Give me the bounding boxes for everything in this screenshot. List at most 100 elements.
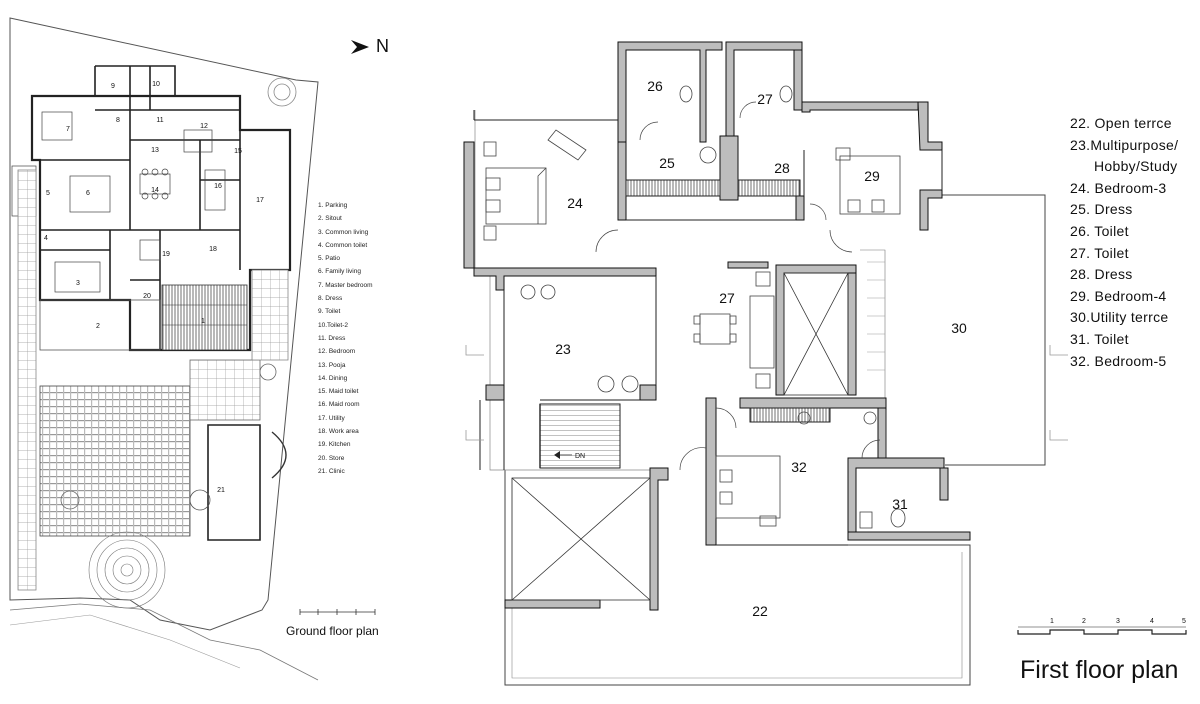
ff-doors [595,101,881,471]
sitout [39,299,161,351]
ff-room-26: 26 [647,78,663,94]
gf-legend-item: 6. Family living [318,268,361,276]
clinic-walls [207,424,261,541]
ff-room-24: 24 [567,195,583,211]
ff-room-30: 30 [951,320,967,336]
circular-garden [88,531,166,609]
gf-interior-walls [32,65,241,350]
gf-legend-item: 3. Common living [318,228,369,236]
site-road-edge-2 [9,614,241,669]
gf-legend-item: 16. Maid room [318,401,360,409]
ff-room-23: 23 [555,341,571,357]
ff-room-32: 32 [791,459,807,475]
gf-room-3: 3 [76,280,80,287]
ff-legend-item: 29. Bedroom-4 [1070,287,1167,304]
ff-room-25: 25 [659,155,675,171]
gf-legend-item: 5. Patio [318,255,341,263]
ff-legend-item: Hobby/Study [1094,158,1178,175]
gf-room-16: 16 [214,183,222,190]
ff-room-29: 29 [864,168,880,184]
ff-legend-item: 25. Dress [1070,201,1133,218]
gf-legend-item: 12. Bedroom [318,348,356,356]
ff-room-22: 22 [752,603,768,619]
gf-room-18: 18 [209,246,217,253]
parking-bay [161,284,248,351]
north-arrow-icon [351,39,369,54]
gf-legend-item: 2. Sitout [318,215,342,223]
ff-legend-item: 26. Toilet [1070,222,1129,239]
courtyard-hatch [39,385,191,537]
ff-room-31: 31 [892,496,908,512]
garden-strip [17,169,37,591]
first-floor-legend: 22. Open terrce 23.Multipurpose/ Hobby/S… [1070,113,1198,372]
gf-room-19: 19 [162,251,170,258]
gf-room-12: 12 [200,123,208,130]
dress-rail-25 [625,179,721,197]
gf-legend-item: 13. Pooja [318,361,346,369]
first-floor-title: First floor plan [1020,656,1179,684]
ff-legend-item: 31. Toilet [1070,330,1129,347]
ground-floor-plan: 1 2 3 4 5 6 7 8 9 10 11 12 13 14 15 16 1… [9,17,376,681]
site-boundary [9,17,319,631]
stair-dn-label: DN [575,453,585,460]
gf-legend-item: 9. Toilet [318,308,341,316]
open-terrace-outline [504,470,971,686]
scale-number: 5 [1182,618,1186,625]
gf-room-9: 9 [111,83,115,90]
north-indicator: N [350,36,389,57]
gf-room-2: 2 [96,323,100,330]
ff-legend-item: 22. Open terrce [1070,115,1172,131]
gf-room-13: 13 [151,147,159,154]
north-label: N [376,36,389,56]
ff-scale-numbers: 1 2 3 4 5 [1048,618,1188,628]
ff-thick-walls [463,41,971,611]
gf-room-1: 1 [201,318,205,325]
gf-room-17: 17 [256,197,264,204]
gf-legend-item: 1. Parking [318,202,348,209]
gf-room-14: 14 [151,187,159,194]
ff-legend-item: 30.Utility terrce [1070,309,1169,326]
dress-rail-32 [749,407,831,423]
gf-room-6: 6 [86,190,90,197]
scale-number: 3 [1116,618,1120,625]
scale-number: 1 [1050,618,1054,625]
site-road-edge [9,603,319,681]
scale-number: 4 [1150,618,1154,625]
gf-legend-item: 17. Utility [318,414,345,422]
ff-thin-walls [473,110,943,546]
dress-rail-28 [737,179,801,197]
gf-room-4: 4 [44,235,48,242]
gf-room-7: 7 [66,126,70,133]
ff-voids [511,272,849,601]
ff-room-27-toilet: 27 [757,91,773,107]
ff-legend-item: 32. Bedroom-5 [1070,352,1167,369]
gf-room-5: 5 [46,190,50,197]
gf-room-15: 15 [234,148,242,155]
ff-legend-item: 23.Multipurpose/ [1070,136,1179,153]
gf-legend-item: 20. Store [318,454,345,462]
gf-legend-item: 11. Dress [318,334,346,342]
section-markers [465,345,1068,441]
gf-legend-item: 7. Master bedroom [318,281,373,289]
ff-legend-item: 27. Toilet [1070,244,1129,261]
gf-legend-item: 21. Clinic [318,467,345,475]
paving [189,359,261,421]
gf-legend-item: 14. Dining [318,374,348,382]
scale-number: 2 [1082,618,1086,625]
gf-legend-item: 19. Kitchen [318,441,351,449]
gf-scale-bar [299,609,376,615]
gf-room-10: 10 [152,81,160,88]
gf-room-8: 8 [116,117,120,124]
staircase [539,403,621,469]
ff-legend-item: 28. Dress [1070,266,1133,283]
ground-floor-legend: 1. Parking 2. Sitout 3. Common living 4.… [318,199,428,478]
utility-terrace-outline [940,194,1046,466]
gf-furniture [11,111,226,293]
ff-furniture [483,85,906,529]
gf-legend-item: 4. Common toilet [318,241,368,249]
gf-legend-item: 18. Work area [318,428,359,436]
garden-strip-right [251,269,289,361]
gf-room-11: 11 [156,117,163,124]
ff-legend-item: 24. Bedroom-3 [1070,179,1167,196]
